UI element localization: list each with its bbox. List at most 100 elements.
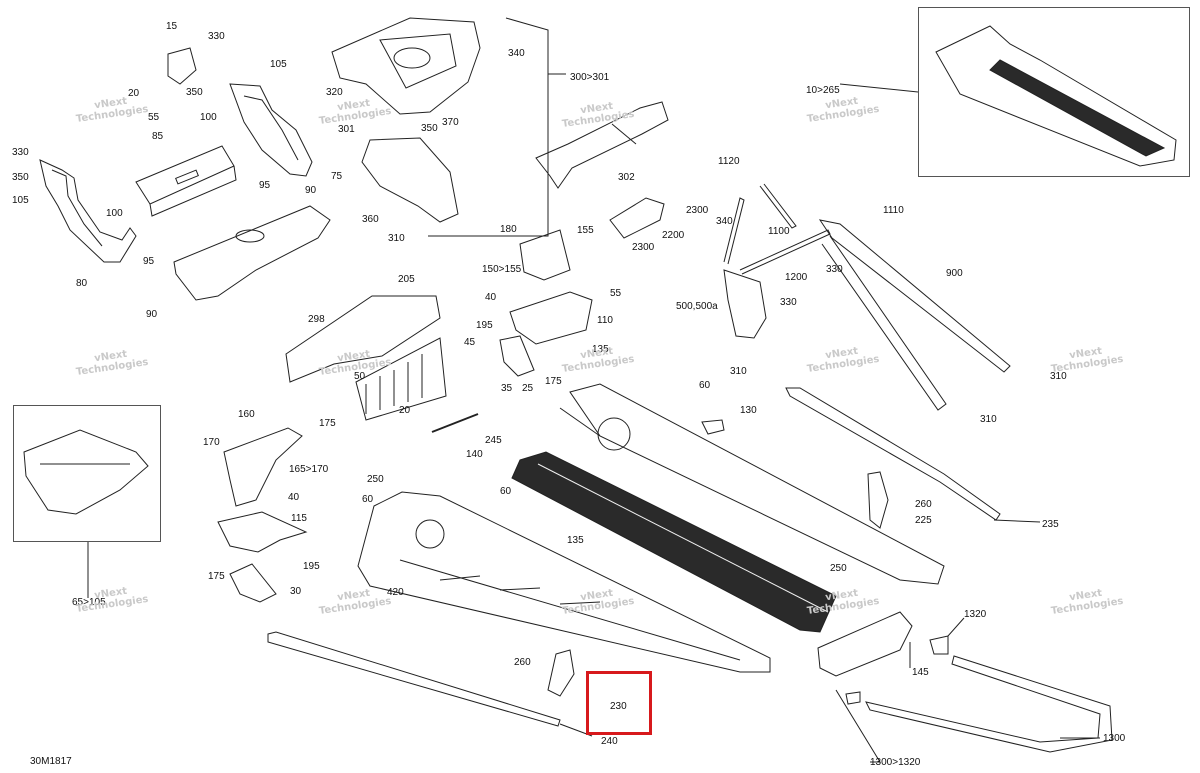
callout-500-500a[interactable]: 500,500a xyxy=(676,301,718,312)
callout-302[interactable]: 302 xyxy=(618,172,635,183)
callout-95[interactable]: 95 xyxy=(143,256,155,267)
callout-30[interactable]: 30 xyxy=(290,586,302,597)
callout-25[interactable]: 25 xyxy=(522,383,534,394)
callout-20[interactable]: 20 xyxy=(128,88,140,99)
callout-20[interactable]: 20 xyxy=(399,405,411,416)
callout-55[interactable]: 55 xyxy=(148,112,160,123)
callout-165-170[interactable]: 165>170 xyxy=(289,464,329,475)
callout-100[interactable]: 100 xyxy=(106,208,123,219)
callout-75[interactable]: 75 xyxy=(331,171,343,182)
part-tunnel xyxy=(559,383,945,585)
callout-2300[interactable]: 2300 xyxy=(686,205,709,216)
callout-40[interactable]: 40 xyxy=(288,492,300,503)
callout-205[interactable]: 205 xyxy=(398,274,415,285)
callout-140[interactable]: 140 xyxy=(466,449,483,460)
callout-250[interactable]: 250 xyxy=(830,563,847,574)
callout-300-301[interactable]: 300>301 xyxy=(570,72,610,83)
part-300 xyxy=(331,17,481,115)
callout-900[interactable]: 900 xyxy=(946,268,963,279)
callout-90[interactable]: 90 xyxy=(146,309,158,320)
callout-10-265[interactable]: 10>265 xyxy=(806,85,840,96)
callout-370[interactable]: 370 xyxy=(442,117,459,128)
part-45 xyxy=(355,337,447,421)
callout-310[interactable]: 310 xyxy=(730,366,747,377)
callout-240[interactable]: 240 xyxy=(601,736,618,747)
callout-195[interactable]: 195 xyxy=(303,561,320,572)
callout-100[interactable]: 100 xyxy=(200,112,217,123)
callout-320[interactable]: 320 xyxy=(326,87,343,98)
callout-1320[interactable]: 1320 xyxy=(964,609,987,620)
callout-350[interactable]: 350 xyxy=(421,123,438,134)
callout-340[interactable]: 340 xyxy=(716,216,733,227)
callout-15[interactable]: 15 xyxy=(166,21,178,32)
callout-160[interactable]: 160 xyxy=(238,409,255,420)
part-1320 xyxy=(929,635,949,655)
callout-55[interactable]: 55 xyxy=(610,288,622,299)
callout-301[interactable]: 301 xyxy=(338,124,355,135)
callout-85[interactable]: 85 xyxy=(152,131,164,142)
callout-60[interactable]: 60 xyxy=(699,380,711,391)
callout-2200[interactable]: 2200 xyxy=(662,230,685,241)
callout-95[interactable]: 95 xyxy=(259,180,271,191)
callout-260[interactable]: 260 xyxy=(915,499,932,510)
callout-135[interactable]: 135 xyxy=(567,535,584,546)
callout-235[interactable]: 235 xyxy=(1042,519,1059,530)
callout-90[interactable]: 90 xyxy=(305,185,317,196)
callout-180[interactable]: 180 xyxy=(500,224,517,235)
callout-310[interactable]: 310 xyxy=(980,414,997,425)
callout-420[interactable]: 420 xyxy=(387,587,404,598)
callout-60[interactable]: 60 xyxy=(500,486,512,497)
callout-330[interactable]: 330 xyxy=(12,147,29,158)
callout-175[interactable]: 175 xyxy=(208,571,225,582)
callout-170[interactable]: 170 xyxy=(203,437,220,448)
callout-115[interactable]: 115 xyxy=(291,513,307,524)
callout-110[interactable]: 110 xyxy=(597,315,613,326)
callout-245[interactable]: 245 xyxy=(485,435,502,446)
callout-350[interactable]: 350 xyxy=(12,172,29,183)
callout-330[interactable]: 330 xyxy=(208,31,225,42)
callout-130[interactable]: 130 xyxy=(740,405,757,416)
callout-310[interactable]: 310 xyxy=(388,233,405,244)
callout-105[interactable]: 105 xyxy=(270,59,287,70)
callout-175[interactable]: 175 xyxy=(319,418,336,429)
callout-175[interactable]: 175 xyxy=(545,376,562,387)
callout-250[interactable]: 250 xyxy=(367,474,384,485)
inset-65-105-drawing xyxy=(23,429,149,515)
leader-10 xyxy=(839,83,919,93)
callout-1300[interactable]: 1300 xyxy=(1103,733,1126,744)
callout-230[interactable]: 230 xyxy=(610,701,627,712)
callout-1110[interactable]: 1110 xyxy=(883,205,904,216)
callout-310[interactable]: 310 xyxy=(1050,371,1067,382)
callout-330[interactable]: 330 xyxy=(826,264,843,275)
callout-150-155[interactable]: 150>155 xyxy=(482,264,522,275)
callout-80[interactable]: 80 xyxy=(76,278,88,289)
callout-330[interactable]: 330 xyxy=(780,297,797,308)
callout-105[interactable]: 105 xyxy=(12,195,29,206)
part-420 xyxy=(357,491,771,673)
callout-260[interactable]: 260 xyxy=(514,657,531,668)
inset-box-top-right xyxy=(918,7,1190,177)
callout-298[interactable]: 298 xyxy=(308,314,325,325)
callout-1200[interactable]: 1200 xyxy=(785,272,808,283)
callout-60[interactable]: 60 xyxy=(362,494,374,505)
callout-35[interactable]: 35 xyxy=(501,383,513,394)
callout-2300[interactable]: 2300 xyxy=(632,242,655,253)
part-500 xyxy=(723,269,767,339)
callout-340[interactable]: 340 xyxy=(508,48,525,59)
callout-145[interactable]: 145 xyxy=(912,667,929,678)
callout-40[interactable]: 40 xyxy=(485,292,497,303)
callout-350[interactable]: 350 xyxy=(186,87,203,98)
callout-225[interactable]: 225 xyxy=(915,515,932,526)
callout-1100[interactable]: 1100 xyxy=(768,226,790,237)
callout-135[interactable]: 135 xyxy=(592,344,609,355)
callout-65-105[interactable]: 65>105 xyxy=(72,597,106,608)
callout-50[interactable]: 50 xyxy=(354,371,366,382)
callout-155[interactable]: 155 xyxy=(577,225,594,236)
callout-1120[interactable]: 1120 xyxy=(718,156,740,167)
callout-195[interactable]: 195 xyxy=(476,320,493,331)
callout-360[interactable]: 360 xyxy=(362,214,379,225)
callout-45[interactable]: 45 xyxy=(464,337,476,348)
callout-1300-1320[interactable]: 1300>1320 xyxy=(870,757,921,768)
leader-1300-1320 xyxy=(835,689,881,763)
inset-box-left xyxy=(13,405,161,542)
